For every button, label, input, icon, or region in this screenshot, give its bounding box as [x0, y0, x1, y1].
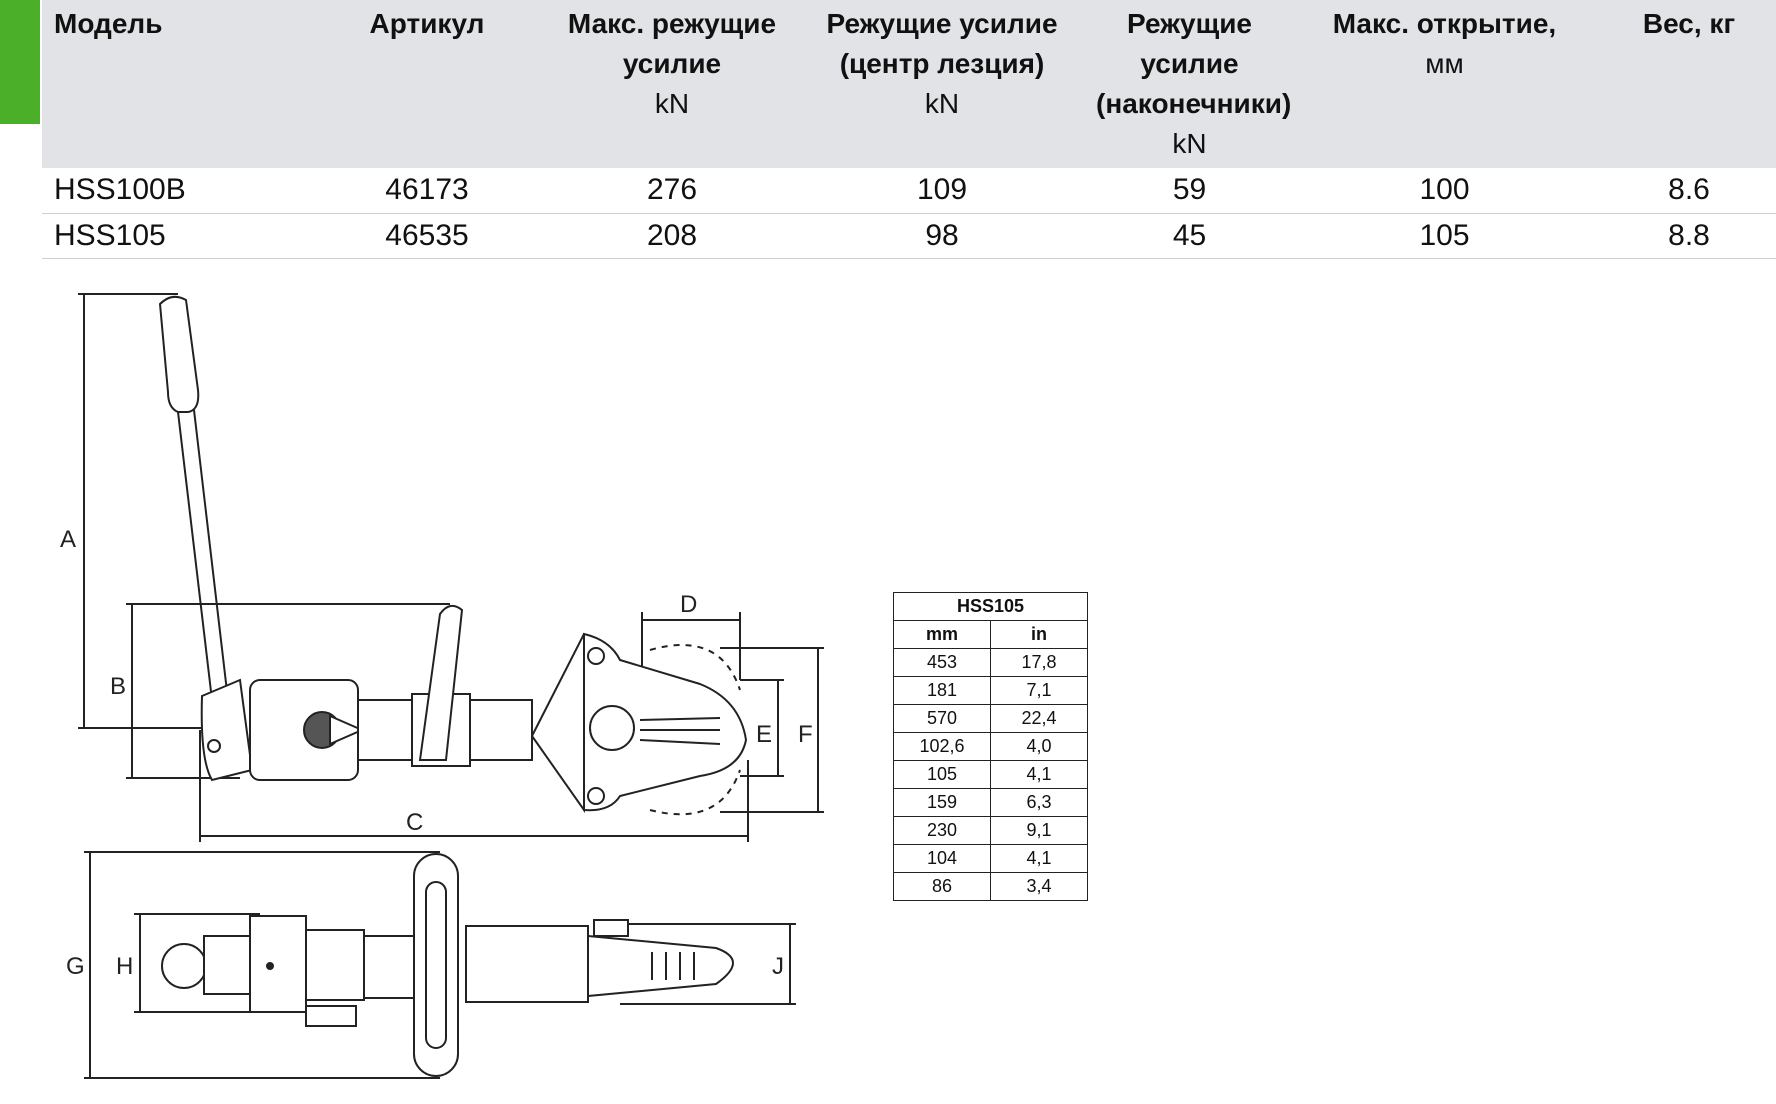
cell-mm: 102,6 — [893, 732, 991, 761]
cell-cut-force-tips: 59 — [1092, 168, 1287, 214]
dimension-g: G — [66, 851, 440, 1079]
dimension-b: B — [110, 603, 450, 779]
header-cut-force-center: Режущие усилие (центр лезция)kN — [826, 8, 1058, 119]
cell-weight: 8.8 — [1602, 213, 1776, 259]
header-max-opening: Макс. открытие,мм — [1332, 8, 1557, 79]
cell-mm: 159 — [893, 788, 991, 817]
cell-max-cut-force: 208 — [552, 213, 792, 259]
label-g: G — [66, 953, 85, 980]
cell-mm: 181 — [893, 676, 991, 705]
cell-in: 7,1 — [989, 676, 1089, 705]
cell-in: 4,1 — [989, 844, 1089, 873]
dimension-table-title: HSS105 — [892, 592, 1089, 621]
cell-model: HSS105 — [42, 213, 302, 259]
header-weight: Вес, кг — [1642, 8, 1736, 39]
header-cut-force-tips: Режущие усилие (наконечники)kN — [1096, 8, 1292, 159]
table-row: HSS100B 46173 276 109 59 100 8.6 — [42, 168, 1776, 214]
dimension-col-mm: mm — [893, 620, 991, 649]
cell-cut-force-center: 98 — [792, 213, 1092, 259]
cell-article: 46535 — [302, 213, 552, 259]
tool-side-view — [158, 295, 748, 816]
label-c: C — [406, 809, 423, 836]
cell-in: 17,8 — [989, 648, 1089, 677]
cell-in: 6,3 — [989, 788, 1089, 817]
label-d: D — [680, 591, 697, 618]
cell-mm: 105 — [893, 760, 991, 789]
accent-bar — [0, 0, 40, 124]
dimension-h: H — [116, 913, 260, 1013]
cell-mm: 86 — [893, 872, 991, 901]
cell-max-opening: 105 — [1287, 213, 1602, 259]
cell-mm: 453 — [893, 648, 991, 677]
header-model: Модель — [54, 8, 163, 39]
cell-in: 9,1 — [989, 816, 1089, 845]
cell-in: 3,4 — [989, 872, 1089, 901]
dimension-e: E — [740, 679, 784, 777]
dimension-d: D — [641, 591, 741, 680]
cell-max-opening: 100 — [1287, 168, 1602, 214]
label-a: A — [60, 526, 76, 553]
cell-max-cut-force: 276 — [552, 168, 792, 214]
cell-cut-force-center: 109 — [792, 168, 1092, 214]
cell-mm: 570 — [893, 704, 991, 733]
table-row: HSS105 46535 208 98 45 105 8.8 — [42, 213, 1776, 259]
cell-in: 4,0 — [989, 732, 1089, 761]
header-article: Артикул — [369, 8, 485, 39]
dimension-col-in: in — [989, 620, 1089, 649]
cell-model: HSS100B — [42, 168, 302, 214]
dimension-j: J — [620, 923, 796, 1005]
label-b: B — [110, 673, 126, 700]
cell-article: 46173 — [302, 168, 552, 214]
label-f: F — [798, 721, 813, 748]
cell-in: 4,1 — [989, 760, 1089, 789]
cell-in: 22,4 — [989, 704, 1089, 733]
cell-cut-force-tips: 45 — [1092, 213, 1287, 259]
label-e: E — [756, 721, 772, 748]
cell-mm: 230 — [893, 816, 991, 845]
label-j: J — [772, 953, 784, 980]
dimension-f: F — [720, 647, 824, 813]
label-h: H — [116, 953, 133, 980]
cell-mm: 104 — [893, 844, 991, 873]
tool-top-view — [161, 853, 734, 1077]
dimension-c: C — [199, 730, 749, 842]
cell-weight: 8.6 — [1602, 168, 1776, 214]
tool-technical-drawing: A B C D E F — [60, 293, 824, 1079]
dimension-a: A — [60, 293, 210, 729]
